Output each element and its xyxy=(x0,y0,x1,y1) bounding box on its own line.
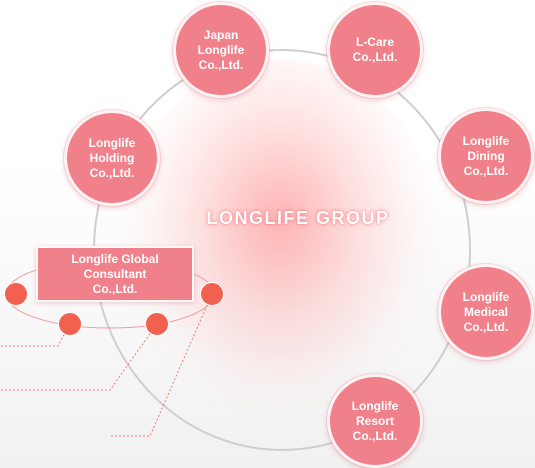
company-label: L-Care Co.,Ltd. xyxy=(352,35,398,64)
company-bubble-longlife-medical[interactable]: Longlife Medical Co.,Ltd. xyxy=(438,264,534,360)
company-bubble-japan-longlife[interactable]: Japan Longlife Co.,Ltd. xyxy=(173,2,269,98)
leader-line-2 xyxy=(0,323,158,391)
company-label: Longlife Holding Co.,Ltd. xyxy=(88,135,136,180)
company-bubble-l-care[interactable]: L-Care Co.,Ltd. xyxy=(327,2,423,98)
company-label: Japan Longlife Co.,Ltd. xyxy=(197,27,245,72)
global-consultant-box[interactable]: Longlife Global Consultant Co.,Ltd. xyxy=(36,246,194,302)
company-bubble-longlife-holding[interactable]: Longlife Holding Co.,Ltd. xyxy=(64,110,160,206)
company-bubble-longlife-resort[interactable]: Longlife Resort Co.,Ltd. xyxy=(327,374,423,468)
leader-line-3 xyxy=(110,293,213,437)
consultant-dot-right xyxy=(200,282,224,306)
consultant-dot-bottom-left xyxy=(58,312,82,336)
consultant-dot-left xyxy=(4,282,28,306)
company-label: Longlife Dining Co.,Ltd. xyxy=(462,133,510,178)
company-label: Longlife Resort Co.,Ltd. xyxy=(351,398,399,443)
group-title: LONGLIFE GROUP xyxy=(206,208,390,228)
global-consultant-label: Longlife Global Consultant Co.,Ltd. xyxy=(71,251,159,296)
company-bubble-longlife-dining[interactable]: Longlife Dining Co.,Ltd. xyxy=(438,108,534,204)
consultant-dot-bottom-right xyxy=(145,312,169,336)
company-label: Longlife Medical Co.,Ltd. xyxy=(462,289,510,334)
